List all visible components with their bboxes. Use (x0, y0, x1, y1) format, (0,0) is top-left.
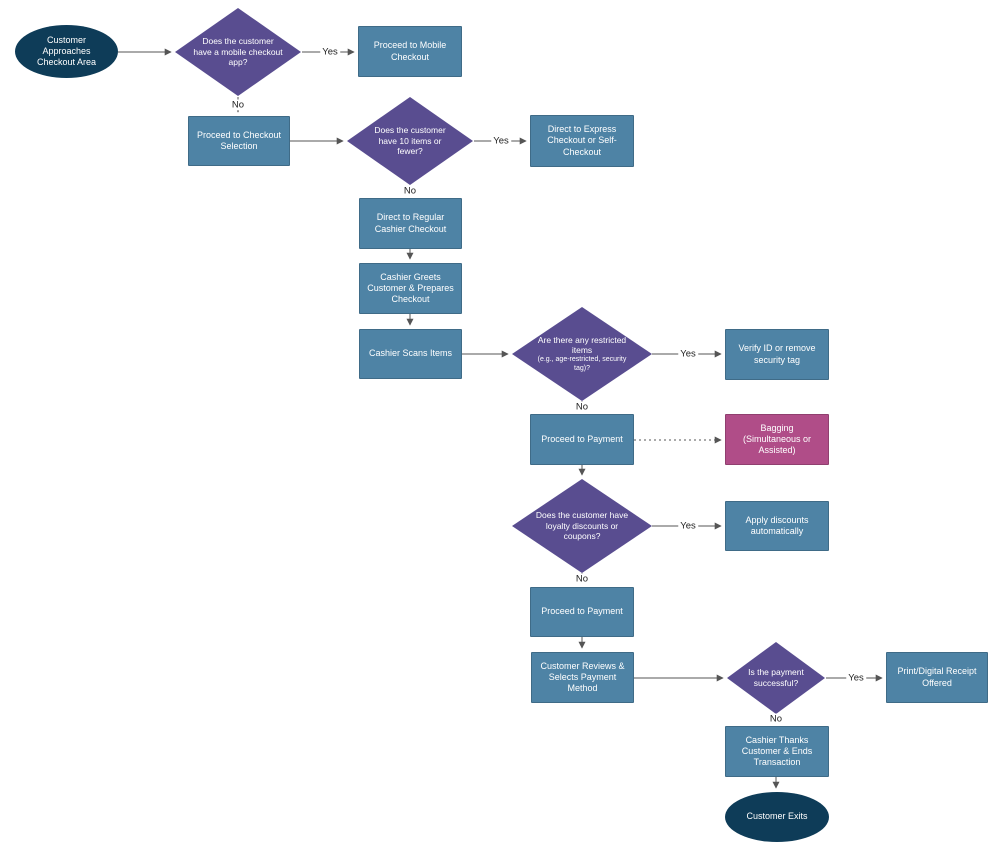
edge-label-no-3: No (573, 401, 591, 413)
process-proceed-mobile-checkout: Proceed to Mobile Checkout (358, 26, 462, 77)
node-label: Apply discounts automatically (745, 514, 809, 536)
edge-label-no-1: No (229, 99, 247, 111)
process-receipt-offered: Print/Digital Receipt Offered (886, 652, 988, 703)
process-express-checkout: Direct to Express Checkout or Self-Check… (530, 115, 634, 167)
process-apply-discounts: Apply discounts automatically (725, 501, 829, 551)
node-label: Does the customer have loyalty discounts… (535, 510, 629, 542)
edge-label-no-4: No (573, 573, 591, 585)
terminator-start: Customer Approaches Checkout Area (15, 25, 118, 78)
process-bagging: Bagging (Simultaneous or Assisted) (725, 414, 829, 465)
node-label: Does the customer have a mobile checkout… (193, 36, 283, 68)
node-label: Customer Reviews & Selects Payment Metho… (540, 660, 625, 694)
node-label: Direct to Express Checkout or Self-Check… (547, 124, 617, 157)
node-label: Are there any restricted items (537, 334, 627, 356)
node-label: Proceed to Mobile Checkout (373, 40, 447, 62)
node-label: Proceed to Checkout Selection (196, 129, 282, 151)
process-reviews-payment: Customer Reviews & Selects Payment Metho… (531, 652, 634, 703)
edge-label-no-5: No (767, 713, 785, 725)
process-regular-checkout: Direct to Regular Cashier Checkout (359, 198, 462, 249)
node-label: Verify ID or remove security tag (738, 343, 816, 365)
terminator-exit: Customer Exits (725, 792, 829, 842)
node-label: Proceed to Payment (541, 606, 623, 617)
node-label: Cashier Greets Customer & Prepares Check… (367, 271, 454, 305)
node-label: Proceed to Payment (541, 433, 623, 444)
process-proceed-payment-2: Proceed to Payment (530, 587, 634, 637)
node-label: Bagging (Simultaneous or Assisted) (742, 422, 812, 456)
edge-label-yes-4: Yes (678, 520, 698, 532)
node-label: Cashier Scans Items (368, 348, 453, 359)
node-label: Customer Exits (746, 811, 808, 822)
edge-label-yes-2: Yes (491, 135, 511, 147)
node-label: Customer Approaches Checkout Area (36, 34, 97, 68)
node-label: Is the payment successful? (748, 667, 804, 688)
process-checkout-selection: Proceed to Checkout Selection (188, 116, 290, 166)
process-cashier-greets: Cashier Greets Customer & Prepares Check… (359, 263, 462, 314)
edge-label-no-2: No (401, 185, 419, 197)
process-verify-id: Verify ID or remove security tag (725, 329, 829, 380)
node-sublabel: (e.g., age-restricted, security tag)? (537, 355, 627, 372)
node-label: Direct to Regular Cashier Checkout (374, 212, 447, 234)
node-label: Does the customer have 10 items or fewer… (374, 125, 446, 157)
edge-label-yes-1: Yes (320, 46, 340, 58)
edge-label-yes-5: Yes (846, 672, 866, 684)
process-cashier-scans: Cashier Scans Items (359, 329, 462, 379)
process-proceed-payment-1: Proceed to Payment (530, 414, 634, 465)
process-cashier-thanks: Cashier Thanks Customer & Ends Transacti… (725, 726, 829, 777)
node-label: Print/Digital Receipt Offered (897, 666, 977, 688)
edge-label-yes-3: Yes (678, 348, 698, 360)
node-label: Cashier Thanks Customer & Ends Transacti… (741, 734, 813, 768)
